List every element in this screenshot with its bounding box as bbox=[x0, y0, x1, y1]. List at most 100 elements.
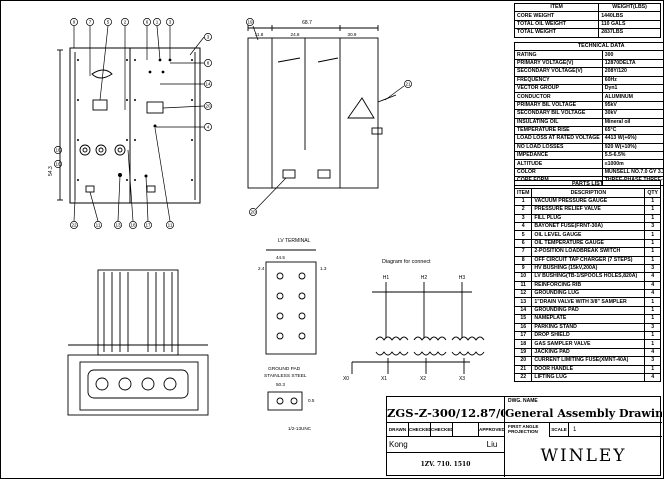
approved-by: Liu bbox=[486, 440, 498, 449]
dim-side-b: 24.8 bbox=[291, 32, 300, 37]
side-view bbox=[247, 25, 397, 189]
front-view bbox=[57, 47, 201, 204]
weights-header-weight: WEIGHT(LBS) bbox=[598, 2, 661, 13]
top-view bbox=[67, 269, 209, 416]
callout-number: 7 bbox=[89, 20, 92, 25]
dim-front-height: 54.3 bbox=[48, 166, 54, 176]
callout-number: 17 bbox=[145, 223, 151, 228]
callout-number: 20 bbox=[205, 104, 211, 109]
technical-data-title: TECHNICAL DATA bbox=[513, 41, 664, 52]
approved-label: APPROVED bbox=[479, 423, 505, 437]
callout-number: 5 bbox=[107, 20, 110, 25]
callout-number: 22 bbox=[71, 223, 77, 228]
checked-label-2: CHECKED bbox=[431, 423, 453, 437]
table-row: ALTITUDE≤1000m bbox=[514, 159, 664, 169]
callout-number: 14 bbox=[205, 82, 211, 87]
callout-number: 13 bbox=[115, 223, 121, 228]
terminal-h1: H1 bbox=[383, 275, 390, 281]
terminal-x3: X3 bbox=[459, 376, 465, 382]
scale-value: 1 bbox=[569, 423, 662, 437]
lv-terminal-view bbox=[265, 249, 317, 411]
title-block: ZGS-Z-300/12.87/0.208 DWG. NAME General … bbox=[386, 396, 662, 477]
parts-header-item: ITEM bbox=[513, 188, 533, 198]
dim-side-c: 30.9 bbox=[348, 32, 357, 37]
ground-pad-label: GROUND PAD bbox=[268, 366, 301, 372]
callout-number: 3 bbox=[207, 35, 210, 40]
callout-number: 16 bbox=[55, 148, 61, 153]
callout-number: 20 bbox=[250, 210, 256, 215]
connection-diagram bbox=[351, 282, 485, 374]
callout-number: 11 bbox=[168, 223, 173, 228]
side-view-callouts bbox=[246, 18, 412, 216]
scale-label: SCALE bbox=[549, 423, 569, 437]
terminal-h2: H2 bbox=[421, 275, 428, 281]
parts-header-qty: QTY bbox=[644, 188, 661, 198]
table-row: PRIMARY VOLTAGE(V)12870DELTA bbox=[514, 58, 664, 69]
thread-label: 1/2-13UNC bbox=[288, 426, 312, 431]
drawing-number: 1ZV. 710. 1510 bbox=[387, 453, 505, 477]
diagram-terminal-labels: H1 H2 H3 X0 X1 X2 X3 bbox=[343, 275, 465, 382]
callout-number: 1 bbox=[156, 20, 159, 25]
callout-number: 3 bbox=[169, 20, 172, 25]
callout-number: 11 bbox=[96, 223, 101, 228]
terminal-h3: H3 bbox=[459, 275, 466, 281]
front-view-callouts bbox=[54, 18, 212, 229]
projection-label: FIRST ANGLE PROJECTION bbox=[508, 424, 539, 434]
callout-number: 8 bbox=[207, 61, 210, 66]
callout-number: 19 bbox=[247, 20, 253, 25]
callout-number: 2 bbox=[124, 20, 127, 25]
dim-gp-a: 50.3 bbox=[276, 382, 285, 387]
dim-side-a: 11.8 bbox=[255, 32, 264, 37]
callout-number: 21 bbox=[405, 82, 411, 87]
drawn-by: Kong bbox=[387, 437, 505, 453]
blank-cell bbox=[453, 423, 479, 437]
dim-depth: 68.7 bbox=[302, 20, 312, 26]
terminal-x1: X1 bbox=[381, 376, 387, 382]
terminal-x2: X2 bbox=[420, 376, 426, 382]
callout-number: 9 bbox=[73, 20, 76, 25]
callout-number: 18 bbox=[130, 223, 136, 228]
dwg-name-label: DWG. NAME bbox=[508, 398, 538, 404]
model-number: ZGS-Z-300/12.87/0.208 bbox=[387, 397, 505, 423]
parts-list-title: PARTS LIST bbox=[514, 179, 661, 190]
table-row: SECONDARY VOLTAGE(V)208Y/120 bbox=[514, 67, 664, 77]
dim-lv-b: 2.4 bbox=[258, 266, 265, 271]
company-name: WINLEY bbox=[540, 446, 627, 466]
lv-terminal-label: LV TERMINAL bbox=[278, 238, 311, 244]
